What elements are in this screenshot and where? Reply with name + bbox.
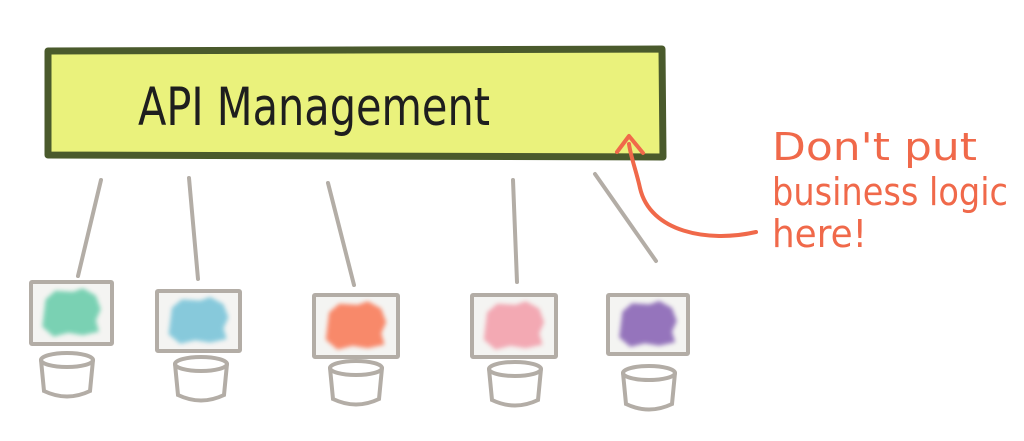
connector-line-3 <box>326 181 356 287</box>
connector-line-2 <box>187 176 200 281</box>
database-body <box>39 358 95 399</box>
database-top <box>173 355 229 373</box>
service-list <box>29 280 690 412</box>
service-5 <box>606 293 690 412</box>
connector-line-1 <box>76 178 103 278</box>
database-top <box>621 364 677 382</box>
service-blob <box>483 301 545 350</box>
database-top <box>39 351 95 369</box>
database-icon <box>328 359 384 407</box>
service-blob <box>619 300 677 347</box>
connector-line-4 <box>511 178 519 284</box>
gateway-box <box>44 45 667 161</box>
curved-arrow-icon <box>627 142 758 238</box>
database-icon <box>621 364 677 412</box>
database-icon <box>487 360 543 408</box>
arrowhead-icon <box>615 134 645 155</box>
database-body <box>487 367 543 408</box>
service-blob <box>325 301 387 350</box>
gateway-label: API Management <box>138 77 490 138</box>
connector-line-5 <box>593 172 658 263</box>
service-2 <box>155 289 242 403</box>
connector-lines <box>76 172 658 287</box>
database-body <box>328 366 384 407</box>
service-3 <box>312 293 400 407</box>
database-top <box>328 359 384 377</box>
service-blob <box>42 288 101 337</box>
service-blob <box>168 297 229 344</box>
annotation-line-2: business logic <box>772 170 1008 214</box>
api-management-gateway: API Management <box>44 45 667 161</box>
annotation-line-1: Don't put <box>772 125 977 169</box>
database-icon <box>173 355 229 403</box>
database-icon <box>39 351 95 399</box>
service-4 <box>470 293 558 408</box>
service-1 <box>29 280 114 399</box>
database-body <box>621 371 677 412</box>
database-top <box>487 360 543 378</box>
business-logic-annotation: Don't put business logic here! <box>615 125 1008 256</box>
annotation-line-3: here! <box>772 212 867 256</box>
database-body <box>173 362 229 403</box>
